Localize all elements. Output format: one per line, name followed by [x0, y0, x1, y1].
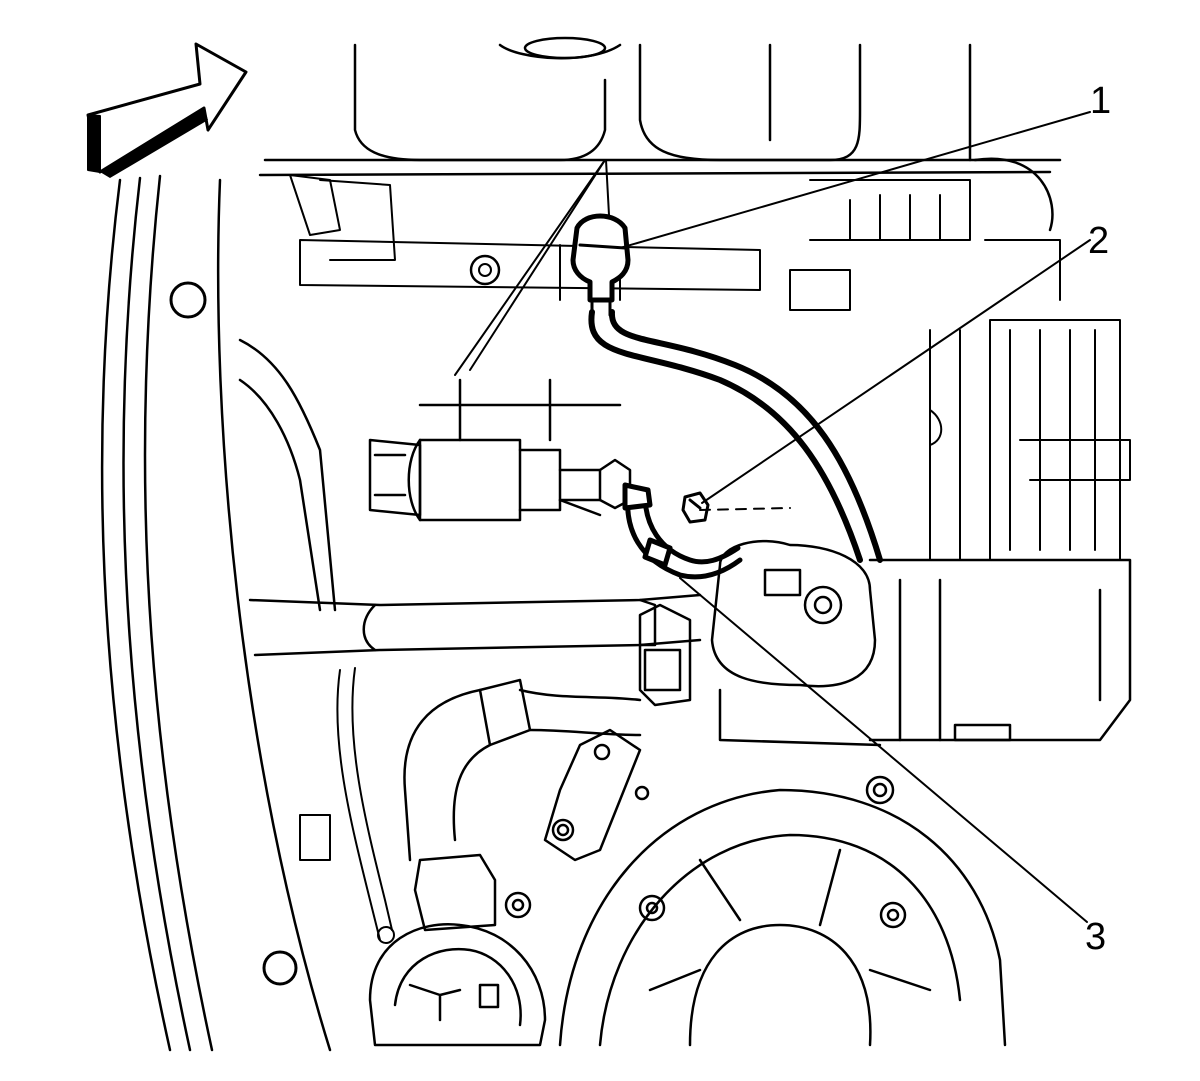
fuel-rail: [289, 174, 1131, 561]
front-of-vehicle-arrow-icon: [86, 42, 248, 178]
coolant-reservoir: [710, 539, 1132, 747]
callout-label-2: 2: [1088, 220, 1110, 262]
evap-hose-upper-connector: [570, 213, 631, 317]
mounting-bracket: [543, 603, 895, 862]
callout-leaders: [619, 111, 1091, 923]
hose-clamp: [681, 491, 710, 524]
washer-fluid-cap: [368, 853, 547, 1047]
centerline: [699, 507, 791, 511]
callout-label-1: 1: [1090, 80, 1112, 122]
purge-solenoid-valve: [368, 378, 632, 522]
evap-purge-hose: [622, 482, 743, 580]
cooling-fan: [558, 788, 1007, 1047]
fender-panel: [100, 174, 332, 1052]
sensor-harness: [299, 667, 395, 944]
engine-cover: [258, 36, 1062, 232]
radiator-hose: [238, 338, 702, 862]
callout-label-3: 3: [1085, 916, 1107, 958]
evap-vapor-hose: [588, 309, 883, 563]
